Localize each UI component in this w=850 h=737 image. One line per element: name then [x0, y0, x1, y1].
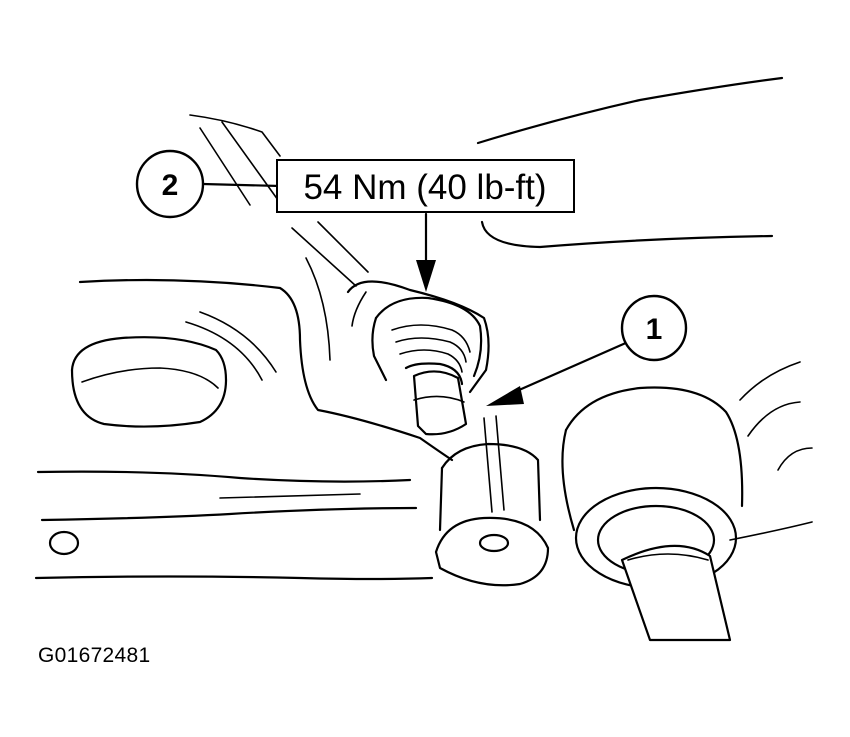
output-shaft-housing [561, 361, 813, 642]
callout-2-number: 2 [162, 169, 179, 202]
torque-spec: 54 Nm (40 lb-ft) [303, 168, 546, 207]
upper-housing [189, 76, 784, 287]
callout-2: 2 [135, 149, 205, 219]
callout-1: 1 [620, 294, 688, 362]
mounting-hole [48, 530, 80, 556]
leaders [201, 182, 630, 406]
arrow-left-icon [486, 386, 524, 406]
sensor-plug [346, 280, 490, 436]
figure-id: G01672481 [38, 644, 151, 667]
transmission-case [34, 257, 454, 581]
arrow-down-icon [416, 260, 436, 292]
case-bore [70, 336, 228, 428]
mounting-boss [434, 415, 550, 587]
callout-1-number: 1 [646, 313, 663, 346]
torque-label-box: 54 Nm (40 lb-ft) [276, 159, 575, 213]
